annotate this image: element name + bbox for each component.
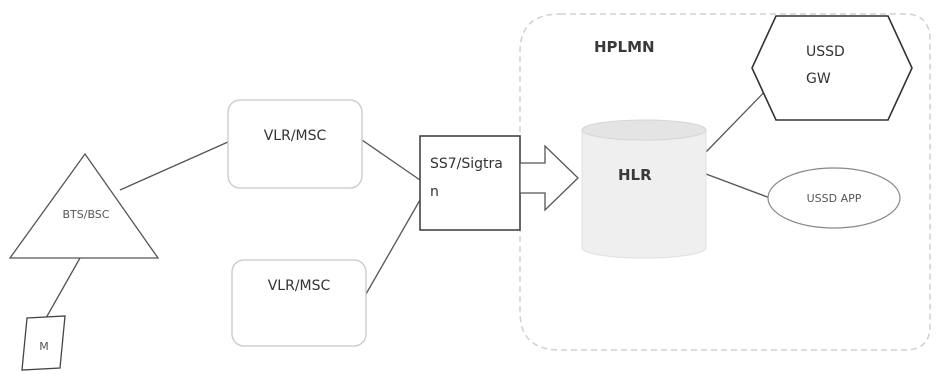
ussd-app-label: USSD APP [807,192,862,205]
ussd-gw-label-line1: USSD [806,44,845,60]
vlr-msc-bottom-label: VLR/MSC [268,278,331,294]
hlr-cylinder-body [581,130,707,259]
hlr-node [581,119,707,259]
link-bts-ms [45,257,81,319]
bts-bsc-node [8,152,160,259]
ussd-app-node [767,167,901,229]
vlr-msc-bottom-box [231,259,367,347]
mobile-station-node [21,315,66,371]
mobile-station-label: M [39,340,49,353]
link-hlr-ussd-app [705,173,771,199]
hplmn-label: HPLMN [594,38,655,56]
link-vlr-bottom-ss7 [365,199,421,295]
vlr-msc-top-box [227,99,363,189]
vlr-msc-top-label: VLR/MSC [264,128,327,144]
hlr-label: HLR [618,166,652,184]
hplmn-region [519,13,931,351]
ss7-sigtran-label-line2: n [430,184,439,200]
bts-bsc-label: BTS/BSC [63,208,110,221]
block-arrow-right-icon [519,144,579,212]
hlr-cylinder-top [581,119,707,141]
link-vlr-top-ss7 [361,139,421,181]
ss7-sigtran-label-line1: SS7/Sigtra [430,156,503,172]
ussd-gw-label-line2: GW [806,71,831,87]
link-bts-vlr-top [119,141,229,191]
ss7-sigtran-box [419,135,521,231]
ussd-gw-node [751,15,913,121]
